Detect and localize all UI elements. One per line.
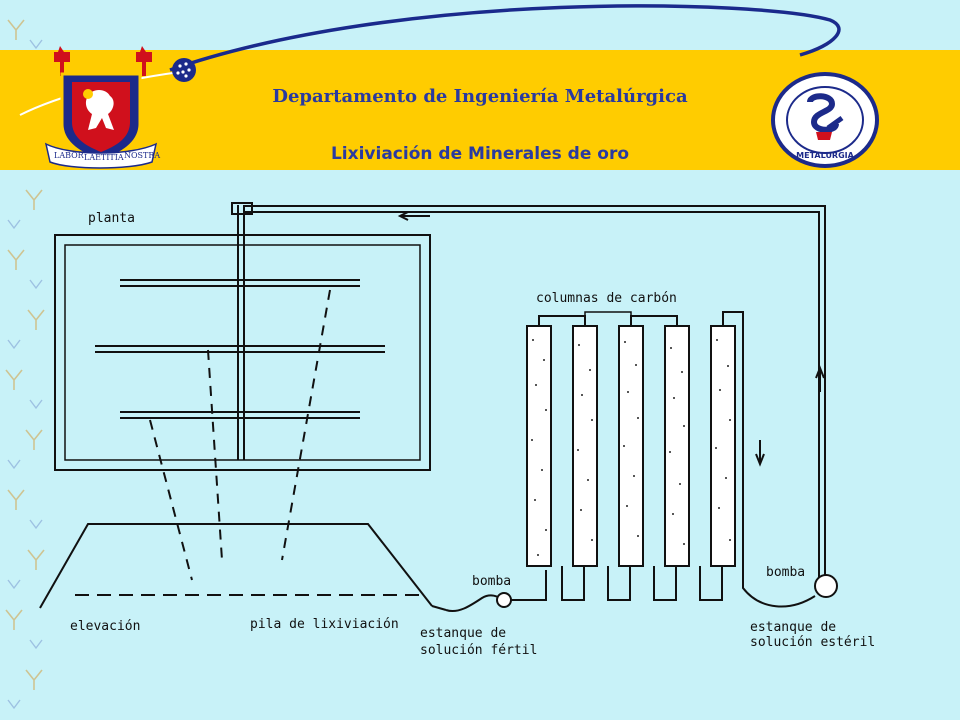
label-estanque-esteril-2: solución estéril: [750, 635, 875, 650]
label-bomba-1: bomba: [472, 574, 511, 589]
pump-2: [814, 574, 838, 598]
crest-motto-center: LAETITIA: [84, 153, 124, 162]
crest-motto-left: LABOR: [54, 151, 85, 160]
crest-motto-right: NOSTRA: [124, 151, 160, 160]
globe-icon: [172, 58, 196, 82]
label-elevacion: elevación: [70, 619, 140, 634]
sprinkler-line-3: [120, 411, 360, 419]
sprinkler-line-2: [95, 345, 385, 353]
label-bomba-2: bomba: [766, 565, 805, 580]
page-title: Departamento de Ingeniería Metalúrgica: [272, 86, 688, 107]
label-pila: pila de lixiviación: [250, 617, 399, 632]
plant-frame: [54, 234, 431, 471]
label-estanque-esteril-1: estanque de: [750, 620, 836, 635]
university-crest: LABOR LAETITIA NOSTRA: [44, 46, 196, 169]
page-subtitle: Lixiviación de Minerales de oro: [330, 144, 630, 164]
carbon-columns: [526, 325, 736, 567]
sprinkler-line-1: [120, 279, 360, 287]
pump-1: [496, 592, 512, 608]
torch-left-icon: [54, 46, 70, 76]
label-estanque-fertil-2: solución fértil: [420, 643, 537, 658]
label-columnas: columnas de carbón: [536, 291, 677, 306]
carbon-fill-pattern: [531, 339, 731, 556]
crucible-icon: [816, 132, 832, 140]
leaching-process-diagram: planta columnas de carbón bomba bomba el…: [39, 202, 875, 658]
label-planta: planta: [88, 211, 135, 226]
torch-right-icon: [136, 46, 152, 76]
lion-icon: [85, 90, 114, 130]
return-pipe: [244, 205, 826, 578]
heap-outline: [39, 523, 433, 609]
fertile-pond: [445, 594, 505, 612]
label-estanque-fertil-1: estanque de: [420, 626, 506, 641]
faculty-seal: METALURGIA: [771, 72, 879, 168]
seal-bottom-text: METALURGIA: [796, 151, 854, 160]
